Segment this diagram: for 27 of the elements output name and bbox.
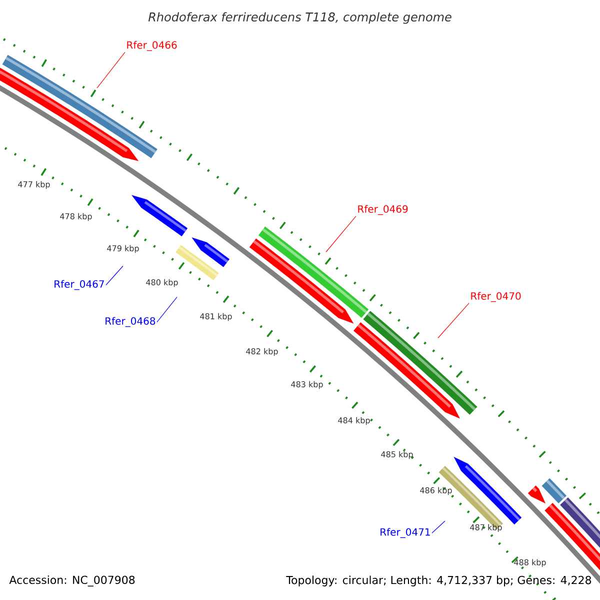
accession-note: Accession: NC_007908 xyxy=(9,576,135,586)
scale-label: 480 kbp xyxy=(146,279,178,287)
scale-label: 482 kbp xyxy=(246,348,278,356)
leader-line xyxy=(432,520,446,534)
leader-line xyxy=(326,216,356,252)
genome-info-note: Topology: circular; Length: 4,712,337 bp; Genes: 4,228 xyxy=(286,576,592,586)
scale-label: 481 kbp xyxy=(200,313,232,321)
scale-label: 483 kbp xyxy=(291,381,323,389)
gene-label: Rfer_0471 xyxy=(380,528,430,538)
scale-label: 479 kbp xyxy=(107,245,139,253)
gene-label: Rfer_0467 xyxy=(54,280,104,290)
scale-label: 487 kbp xyxy=(470,524,502,532)
scale-label: 478 kbp xyxy=(60,213,92,221)
leader-line xyxy=(96,52,126,88)
scale-label: 486 kbp xyxy=(420,487,452,495)
gene-label: Rfer_0470 xyxy=(471,292,521,302)
scale-label: 485 kbp xyxy=(381,451,413,459)
leader-line xyxy=(438,302,470,338)
scale-label: 477 kbp xyxy=(18,181,50,189)
gene-label: Rfer_0468 xyxy=(106,317,156,327)
scale-label: 488 kbp xyxy=(514,559,546,567)
title: Rhodoferax ferrireducens T118, complete genome xyxy=(148,12,452,24)
gene-label: Rfer_0466 xyxy=(127,41,177,51)
leader-line xyxy=(106,266,124,286)
gene-label: Rfer_0469 xyxy=(358,205,408,215)
scale-label: 484 kbp xyxy=(338,417,370,425)
leader-line xyxy=(156,296,178,322)
